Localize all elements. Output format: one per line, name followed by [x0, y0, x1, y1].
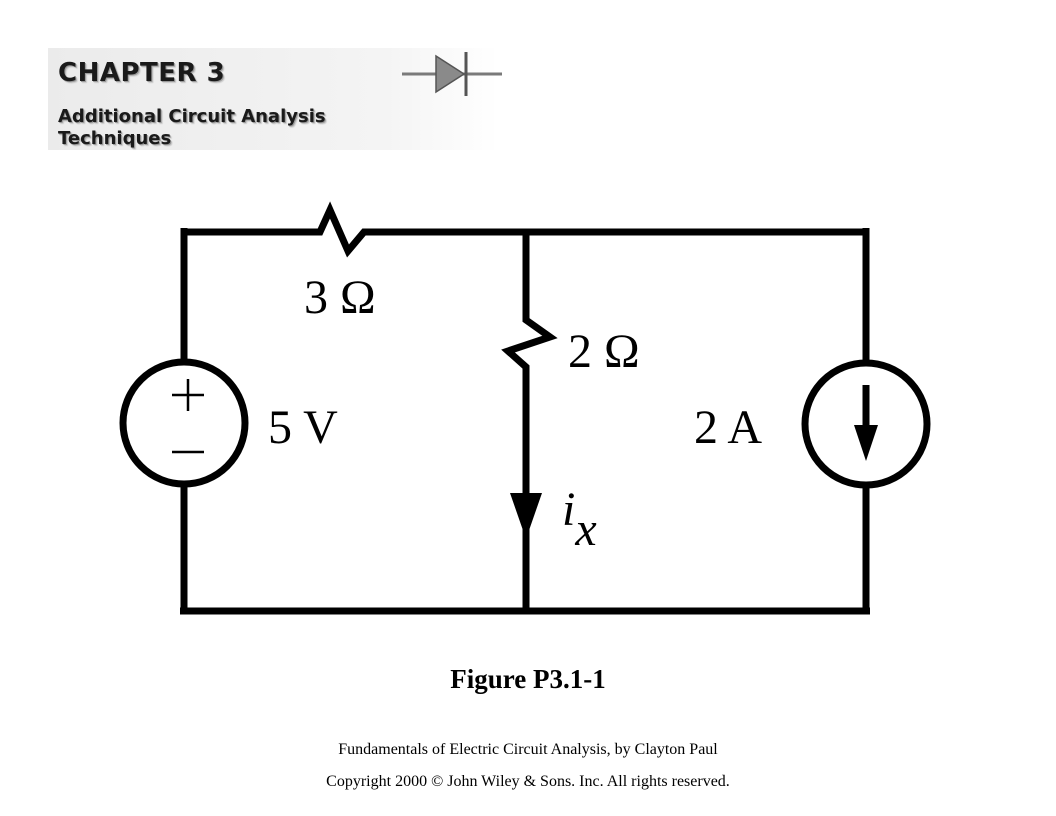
current-source — [801, 359, 931, 489]
resistor-3-ohm — [184, 201, 526, 258]
current-source-label: 2 A — [694, 401, 762, 454]
current-ix-symbol: i — [562, 483, 575, 536]
resistor-2-ohm-label: 2 Ω — [568, 325, 640, 378]
diode-icon — [402, 52, 502, 96]
figure-caption: Figure P3.1-1 — [450, 664, 606, 694]
chapter-header-banner — [48, 48, 498, 150]
current-ix-subscript: x — [574, 503, 596, 556]
current-source-arrow-head — [854, 425, 878, 461]
current-ix-label: ix — [562, 483, 597, 556]
chapter-subtitle: Additional Circuit Analysis Techniques — [58, 106, 326, 149]
resistor-3-ohm-label: 3 Ω — [304, 271, 376, 324]
voltage-source-label: 5 V — [268, 401, 338, 454]
current-ix-arrow — [510, 493, 542, 539]
chapter-title: CHAPTER 3 — [58, 58, 226, 88]
footer-copyright: Copyright 2000 © John Wiley & Sons. Inc.… — [326, 773, 730, 790]
circuit-diagram: 3 Ω 2 Ω 5 V 2 A ix — [119, 201, 931, 615]
footer-source: Fundamentals of Electric Circuit Analysi… — [338, 741, 718, 758]
resistor-2-ohm — [501, 232, 558, 611]
voltage-source — [119, 358, 249, 488]
